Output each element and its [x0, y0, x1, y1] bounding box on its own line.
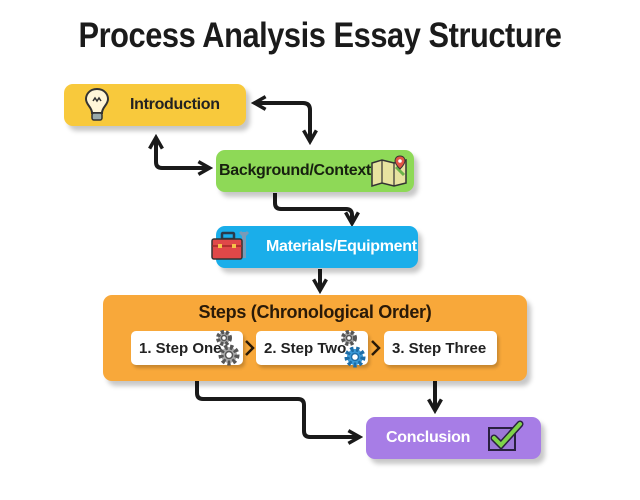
arrow-intro-background-left [156, 139, 208, 168]
gear-icon [216, 330, 240, 366]
background-node: Background/Context [216, 150, 414, 192]
step-three-label: 3. Step Three [392, 339, 487, 357]
introduction-label: Introduction [130, 96, 220, 113]
materials-label: Materials/Equipment [266, 238, 417, 255]
materials-node: Materials/Equipment [211, 226, 418, 268]
gear-icon [341, 330, 357, 346]
step-one-label: 1. Step One [139, 339, 222, 357]
chevron-right-icon [371, 340, 381, 356]
step-two-label: 2. Step Two [264, 339, 347, 357]
steps-label: Steps (Chronological Order) [198, 302, 432, 322]
step-three: 3. Step Three [384, 331, 497, 365]
introduction-node: Introduction [64, 84, 246, 126]
diagram-title: Process Analysis Essay Structure [78, 16, 562, 55]
arrow-steps-conclusion [195, 381, 358, 437]
checkmark-icon [488, 420, 524, 451]
toolbox-icon [211, 230, 250, 260]
arrow-background-materials [273, 193, 352, 222]
lightbulb-icon [84, 87, 110, 121]
arrow-intro-background [256, 103, 310, 140]
blue-gear-icon [344, 346, 366, 368]
chevron-right-icon [245, 340, 255, 356]
map-pin-icon [371, 155, 407, 187]
conclusion-node: Conclusion [366, 417, 541, 459]
conclusion-label: Conclusion [386, 429, 471, 446]
background-label: Background/Context [219, 162, 371, 179]
